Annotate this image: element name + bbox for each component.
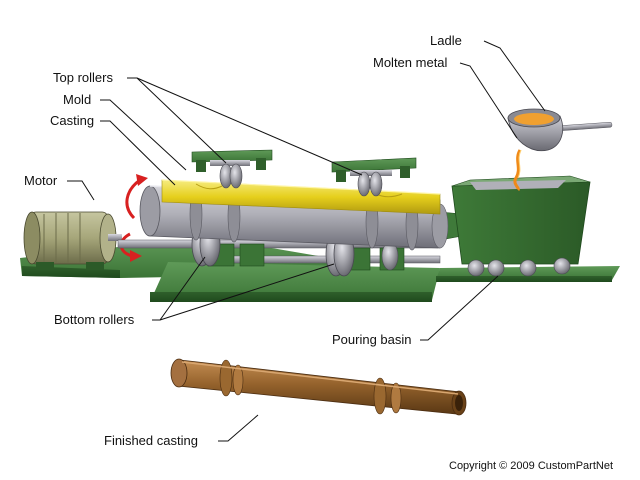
label-finished-casting: Finished casting bbox=[104, 433, 198, 448]
molten-metal-stream bbox=[513, 149, 522, 192]
label-mold: Mold bbox=[63, 92, 92, 107]
label-pouring-basin: Pouring basin bbox=[332, 332, 412, 347]
copyright-notice: Copyright © 2009 CustomPartNet bbox=[449, 460, 614, 472]
label-ladle: Ladle bbox=[430, 33, 462, 48]
label-bottom-rollers: Bottom rollers bbox=[54, 312, 135, 327]
casting bbox=[161, 179, 441, 215]
ladle bbox=[507, 108, 613, 152]
label-motor: Motor bbox=[24, 173, 58, 188]
finished-casting bbox=[170, 358, 467, 416]
pouring-basin bbox=[451, 175, 591, 277]
label-casting: Casting bbox=[50, 113, 95, 128]
label-molten-metal: Molten metal bbox=[373, 55, 448, 70]
leader-lines bbox=[67, 40, 546, 442]
top-rollers bbox=[191, 149, 417, 197]
label-top-rollers: Top rollers bbox=[53, 70, 113, 85]
motor bbox=[23, 211, 122, 270]
